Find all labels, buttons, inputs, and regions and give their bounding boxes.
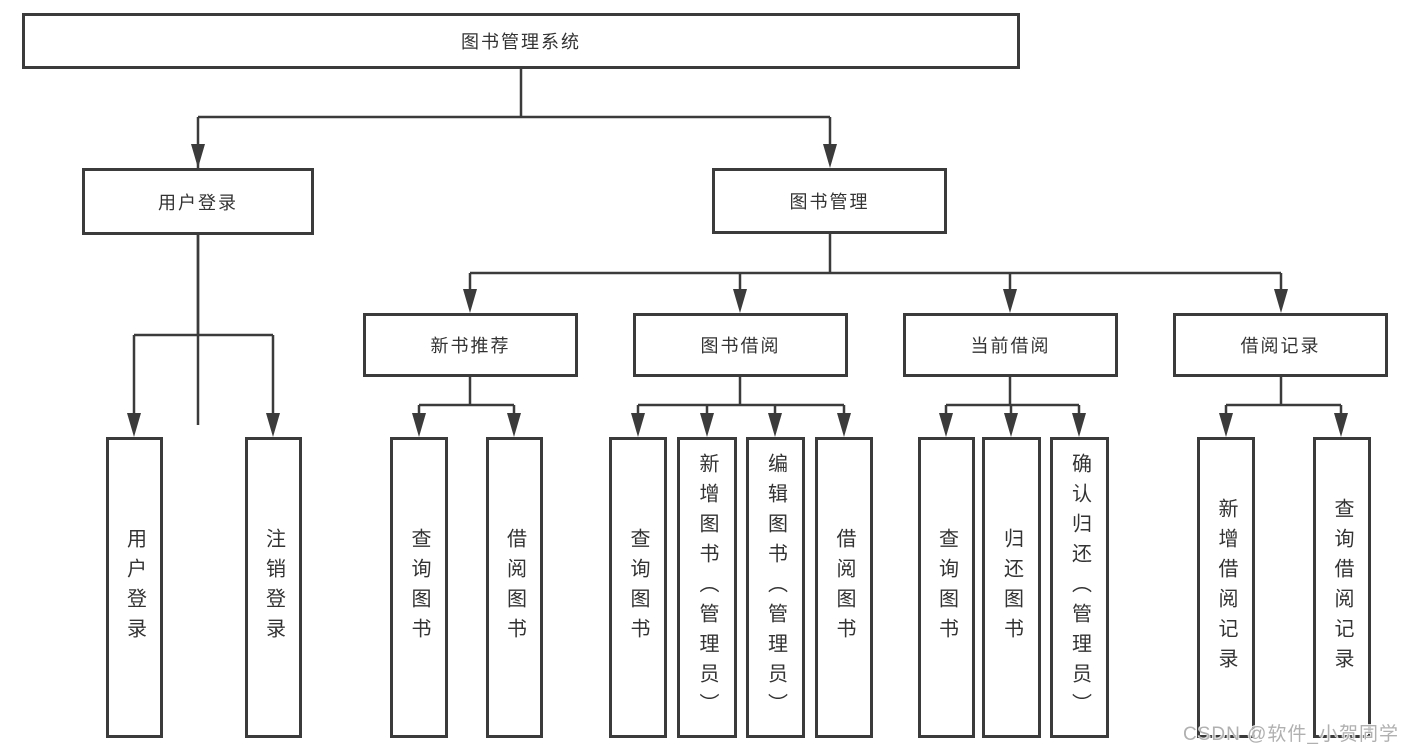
node-user-login: 用户登录 bbox=[82, 168, 314, 235]
connector-user-login-to-leaves bbox=[127, 235, 280, 437]
leaf-records-query: 查询借阅记录 bbox=[1313, 437, 1371, 738]
node-borrow-records: 借阅记录 bbox=[1173, 313, 1388, 377]
connector-new-books-to-leaves bbox=[412, 377, 521, 437]
connector-book-borrow-to-leaves bbox=[631, 377, 851, 437]
node-current-borrow: 当前借阅 bbox=[903, 313, 1118, 377]
leaf-user-login: 用户登录 bbox=[106, 437, 163, 738]
connector-root-to-branches bbox=[191, 69, 837, 425]
leaf-newbooks-query: 查询图书 bbox=[390, 437, 448, 738]
node-new-books: 新书推荐 bbox=[363, 313, 578, 377]
node-root-system: 图书管理系统 bbox=[22, 13, 1020, 69]
csdn-watermark: CSDN @软件_小贺同学 bbox=[1183, 724, 1399, 745]
leaf-borrow-edit-admin: 编辑图书（管理员） bbox=[746, 437, 805, 738]
node-book-mgmt: 图书管理 bbox=[712, 168, 947, 234]
leaf-newbooks-borrow: 借阅图书 bbox=[486, 437, 543, 738]
connector-book-mgmt-to-modules bbox=[463, 234, 1288, 313]
node-book-borrow: 图书借阅 bbox=[633, 313, 848, 377]
leaf-borrow-add-admin: 新增图书（管理员） bbox=[677, 437, 737, 738]
leaf-current-query: 查询图书 bbox=[918, 437, 975, 738]
connector-borrow-records-to-leaves bbox=[1219, 377, 1348, 437]
leaf-current-return: 归还图书 bbox=[982, 437, 1041, 738]
leaf-logout: 注销登录 bbox=[245, 437, 302, 738]
leaf-borrow-query: 查询图书 bbox=[609, 437, 667, 738]
connector-current-borrow-to-leaves bbox=[939, 377, 1086, 437]
leaf-borrow-borrow: 借阅图书 bbox=[815, 437, 873, 738]
leaf-current-confirm-admin: 确认归还（管理员） bbox=[1050, 437, 1109, 738]
leaf-records-add: 新增借阅记录 bbox=[1197, 437, 1255, 738]
